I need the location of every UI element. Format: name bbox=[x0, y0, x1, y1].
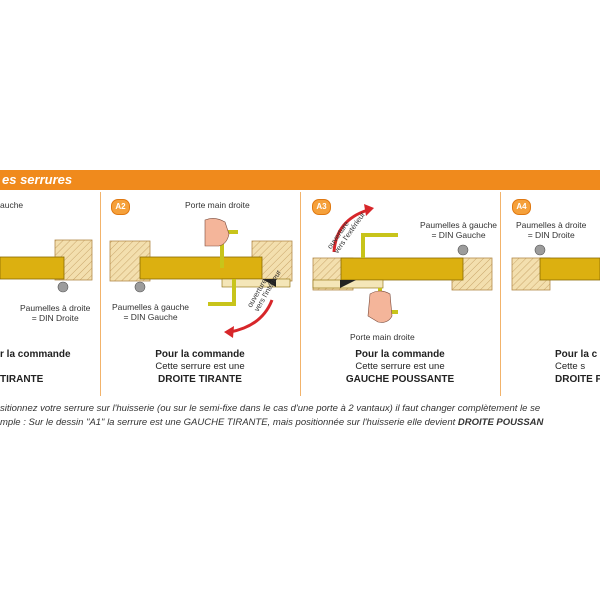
panel-a2-top-label: Porte main droite bbox=[185, 200, 250, 210]
door-leaf bbox=[0, 256, 65, 280]
diagram-a1 bbox=[0, 239, 93, 293]
opening-arrow bbox=[332, 208, 369, 253]
footer-emphasis: DROITE POUSSAN bbox=[457, 417, 544, 428]
panel-separator bbox=[300, 192, 301, 396]
strike-plate bbox=[221, 278, 291, 288]
hinge-knob bbox=[534, 244, 546, 256]
footer-line-2: mple : Sur le dessin "A1" la serrure est… bbox=[0, 417, 544, 428]
panel-a1-top-label: auche bbox=[0, 200, 24, 210]
footer-line-1: sitionnez votre serrure sur l'huisserie … bbox=[0, 403, 541, 414]
panel-separator bbox=[100, 192, 101, 396]
hand bbox=[367, 290, 393, 323]
latch bbox=[262, 279, 276, 287]
banner-title: es serrures bbox=[2, 172, 73, 187]
panel-badge: A2 bbox=[111, 199, 130, 215]
panel-a4-hinge-label: Paumelles à droite = DIN Droite bbox=[516, 220, 587, 240]
footer-note: sitionnez votre serrure sur l'huisserie … bbox=[0, 402, 600, 430]
diagram-a3 bbox=[312, 204, 493, 323]
panel-a3-hinge-label: Paumelles à gauche = DIN Gauche bbox=[420, 220, 498, 240]
door-leaf bbox=[539, 257, 600, 281]
diagram-a2 bbox=[109, 218, 293, 338]
panel-a3-bottom-label: Porte main droite bbox=[350, 332, 415, 342]
diagram-a4 bbox=[511, 244, 600, 291]
hinge-knob bbox=[134, 281, 146, 293]
door-leaf bbox=[340, 257, 464, 281]
lever-handle bbox=[361, 233, 398, 258]
panel-badge: A4 bbox=[512, 199, 531, 215]
panel-a3-command: Pour la commande Cette serrure est une G… bbox=[345, 349, 455, 385]
panel-a1-hinge-label: Paumelles à droite = DIN Droite bbox=[20, 303, 91, 323]
door-leaf bbox=[139, 256, 263, 280]
panel-a4-command: Pour la c Cette s DROITE PO bbox=[555, 349, 600, 385]
panel-badge: A3 bbox=[312, 199, 331, 215]
opening-arrow bbox=[229, 299, 274, 334]
section-banner: es serrures bbox=[0, 170, 600, 190]
hinge-knob bbox=[457, 244, 469, 256]
hinge-knob bbox=[57, 281, 69, 293]
panel-separator bbox=[500, 192, 501, 396]
panel-a2-hinge-label: Paumelles à gauche = DIN Gauche bbox=[112, 302, 190, 322]
panel-a1-command: r la commande TIRANTE bbox=[0, 349, 71, 385]
latch bbox=[340, 280, 356, 288]
panel-a2-command: Pour la commande Cette serrure est une D… bbox=[155, 349, 245, 385]
hand bbox=[204, 218, 230, 247]
lever-handle bbox=[208, 279, 236, 306]
door-diagrams bbox=[0, 204, 600, 338]
